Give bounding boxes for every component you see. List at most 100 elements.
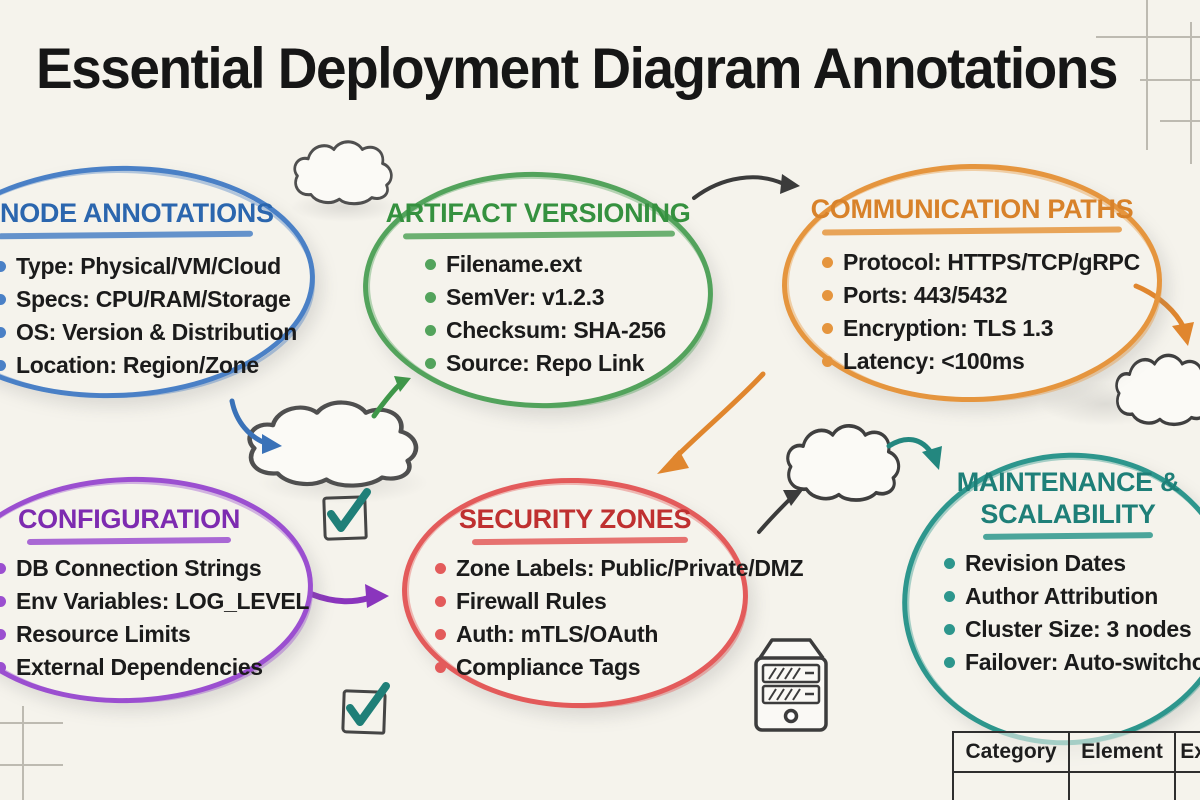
list-item: Resource Limits — [0, 618, 309, 651]
bubble-items: DB Connection Strings Env Variables: LOG… — [0, 552, 309, 684]
table-cell — [1070, 773, 1176, 800]
bubble-artifact-versioning: ARTIFACT VERSIONING Filename.ext SemVer:… — [358, 165, 718, 415]
item-label: OS: Version & Distribution — [16, 319, 298, 345]
list-item: SemVer: v1.2.3 — [425, 281, 666, 314]
list-item: Source: Repo Link — [425, 347, 666, 380]
bubble-node-annotations: NODE ANNOTATIONS Type: Physical/VM/Cloud… — [0, 159, 319, 405]
bullet-icon — [822, 290, 833, 301]
bullet-icon — [0, 294, 6, 305]
arrow-icon — [308, 584, 389, 608]
bubble-items: Zone Labels: Public/Private/DMZ Firewall… — [435, 552, 804, 684]
list-item: Compliance Tags — [435, 651, 803, 684]
pencil-line — [1190, 22, 1192, 164]
bubble-items: Protocol: HTTPS/TCP/gRPC Ports: 443/5432… — [822, 246, 1140, 378]
item-label: DB Connection Strings — [16, 555, 262, 581]
arrow-icon — [886, 436, 942, 470]
checkbox-icon — [321, 486, 377, 544]
bullet-icon — [0, 360, 6, 371]
bullet-icon — [944, 657, 955, 668]
bubble-title-line2: SCALABILITY — [980, 499, 1156, 529]
item-label: Filename.ext — [446, 251, 582, 277]
item-label: Compliance Tags — [456, 654, 641, 680]
pencil-line — [1160, 120, 1200, 122]
server-icon — [754, 638, 828, 732]
arrow-icon — [229, 398, 282, 454]
list-item: Encryption: TLS 1.3 — [822, 312, 1140, 345]
bullet-icon — [0, 327, 6, 338]
pencil-line — [1096, 36, 1200, 38]
page-title: Essential Deployment Diagram Annotations — [36, 35, 1118, 101]
item-label: Ports: 443/5432 — [843, 282, 1008, 308]
table-header-row: Category Element Example — [952, 731, 1200, 773]
checkmark-icon — [346, 682, 390, 726]
item-label: Checksum: SHA-256 — [446, 317, 666, 343]
cloud-icon — [786, 423, 901, 502]
item-label: Failover: Auto-switchover — [965, 649, 1200, 675]
arrow-icon — [371, 376, 411, 419]
table-header-example: Example — [1176, 731, 1200, 773]
table-cell — [1176, 773, 1200, 800]
item-label: Firewall Rules — [456, 588, 607, 614]
list-item: Zone Labels: Public/Private/DMZ — [435, 552, 804, 585]
pencil-line — [1146, 0, 1148, 150]
item-label: Resource Limits — [16, 621, 191, 647]
cloud-icon — [1115, 353, 1200, 427]
item-label: SemVer: v1.2.3 — [446, 284, 605, 310]
pencil-line — [0, 722, 63, 724]
item-label: Zone Labels: Public/Private/DMZ — [456, 555, 804, 581]
item-label: Source: Repo Link — [446, 350, 645, 376]
bullet-icon — [425, 292, 436, 303]
item-label: Author Attribution — [965, 583, 1159, 609]
bullet-icon — [435, 629, 446, 640]
item-label: Type: Physical/VM/Cloud — [16, 253, 281, 279]
list-item: Failover: Auto-switchover — [944, 646, 1200, 679]
bubble-title: ARTIFACT VERSIONING — [385, 198, 691, 228]
bubble-title: SECURITY ZONES — [458, 504, 692, 534]
item-label: Encryption: TLS 1.3 — [843, 315, 1054, 341]
item-label: Latency: <100ms — [843, 348, 1025, 374]
cloud-icon — [247, 400, 419, 488]
arrow-icon — [757, 490, 803, 534]
list-item: Cluster Size: 3 nodes — [944, 613, 1200, 646]
bullet-icon — [0, 261, 6, 272]
item-label: External Dependencies — [16, 654, 263, 680]
bullet-icon — [435, 596, 446, 607]
bubble-title: NODE ANNOTATIONS — [0, 198, 274, 228]
bubble-configuration: CONFIGURATION DB Connection Strings Env … — [0, 470, 317, 710]
list-item: Revision Dates — [944, 547, 1200, 580]
arrow-icon — [657, 371, 766, 474]
checkmark-icon — [327, 488, 371, 532]
item-label: Location: Region/Zone — [16, 352, 259, 378]
bullet-icon — [425, 325, 436, 336]
table-row — [952, 773, 1200, 800]
bullet-icon — [435, 662, 446, 673]
item-label: Revision Dates — [965, 550, 1126, 576]
bullet-icon — [822, 356, 833, 367]
list-item: Location: Region/Zone — [0, 349, 297, 382]
arrow-icon — [692, 174, 800, 200]
list-item: Type: Physical/VM/Cloud — [0, 250, 297, 283]
item-label: Cluster Size: 3 nodes — [965, 616, 1192, 642]
bullet-icon — [0, 662, 6, 673]
table-header-element: Element — [1070, 731, 1176, 773]
item-label: Env Variables: LOG_LEVEL — [16, 588, 310, 614]
bubble-items: Revision Dates Author Attribution Cluste… — [944, 547, 1200, 679]
checkbox-icon — [340, 680, 396, 738]
bullet-icon — [944, 558, 955, 569]
bullet-icon — [435, 563, 446, 574]
list-item: Env Variables: LOG_LEVEL — [0, 585, 309, 618]
bubble-title: CONFIGURATION — [17, 504, 241, 534]
bullet-icon — [0, 563, 6, 574]
bubble-communication-paths: COMMUNICATION PATHS Protocol: HTTPS/TCP/… — [779, 160, 1165, 406]
list-item: Author Attribution — [944, 580, 1200, 613]
table-header-category: Category — [952, 731, 1070, 773]
bullet-icon — [822, 323, 833, 334]
item-label: Specs: CPU/RAM/Storage — [16, 286, 291, 312]
cloud-icon — [293, 140, 393, 206]
annotation-table: Category Element Example — [952, 731, 1200, 800]
list-item: Specs: CPU/RAM/Storage — [0, 283, 297, 316]
list-item: Filename.ext — [425, 248, 666, 281]
bubble-title-line1: MAINTENANCE & — [956, 467, 1180, 497]
list-item: Latency: <100ms — [822, 345, 1140, 378]
